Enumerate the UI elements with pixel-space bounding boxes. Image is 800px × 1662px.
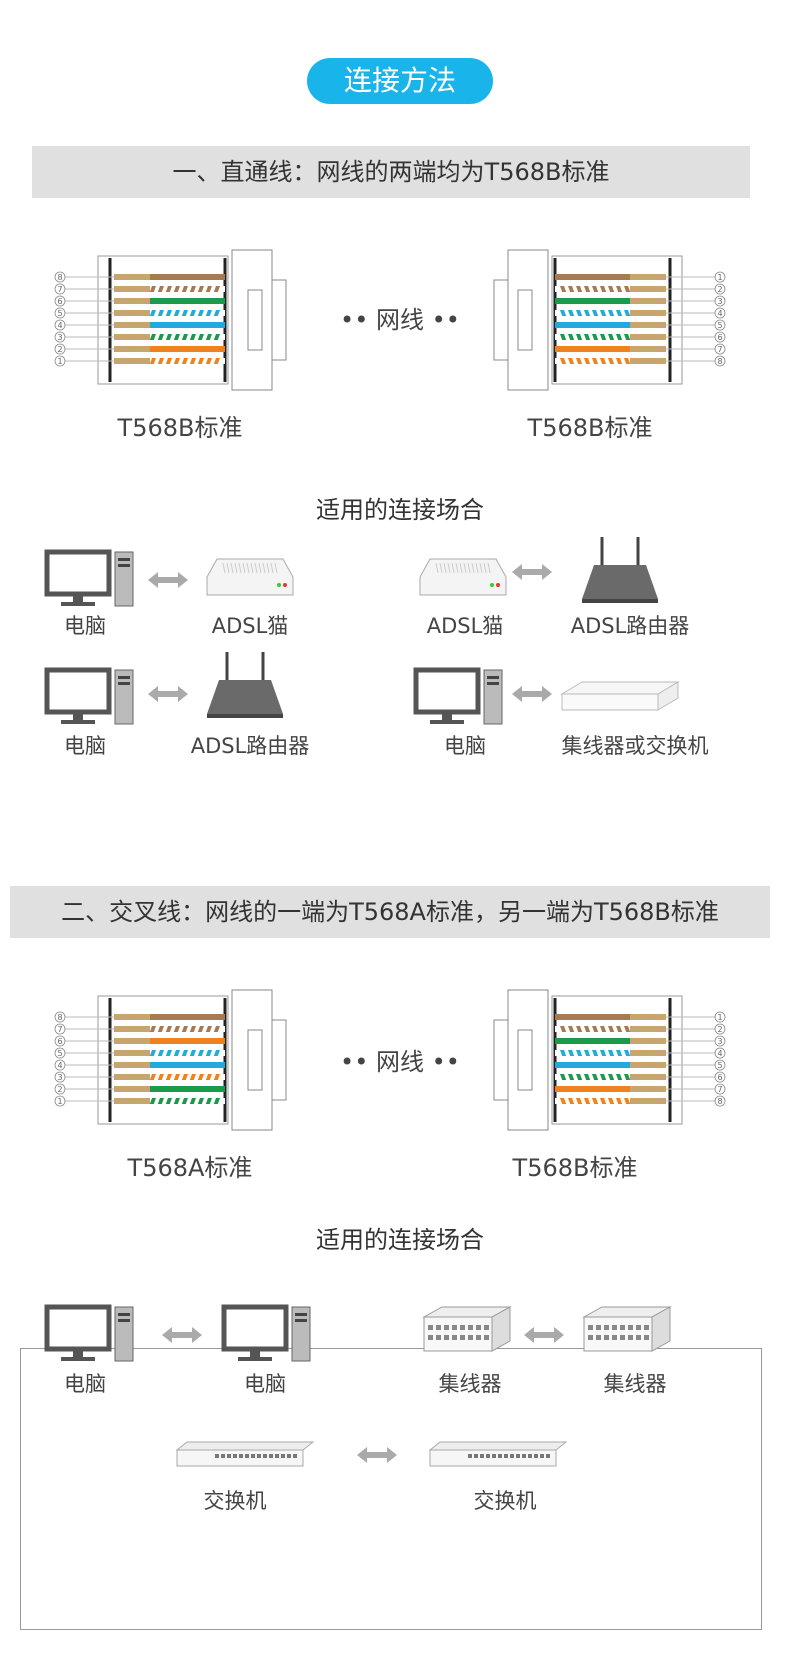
computer-icon (221, 1304, 311, 1362)
device-label: 集线器或交换机 (561, 734, 709, 758)
device-label: 集线器 (603, 1372, 667, 1396)
pin-number: 4 (717, 1049, 722, 1058)
computer-icon (44, 667, 134, 725)
rj45-plug-right-t568b: 1 2 3 4 5 6 7 8 (493, 989, 726, 1131)
hub-icon (582, 1306, 672, 1352)
switch-icon (428, 1441, 568, 1467)
dots-left-icon: •• (340, 1048, 376, 1076)
cable-text: 网线 (376, 306, 424, 334)
pin-number: 1 (57, 1097, 62, 1106)
pin-number: 1 (717, 1013, 722, 1022)
pin-number: 6 (717, 1073, 722, 1082)
device-label: 交换机 (473, 1489, 537, 1513)
device-label: 交换机 (203, 1489, 267, 1513)
section2-heading: 二、交叉线：网线的一端为T568A标准，另一端为T568B标准 (10, 886, 770, 938)
pin-number: 2 (717, 1025, 722, 1034)
switch-icon (560, 681, 680, 711)
plug-label-right: T568B标准 (512, 1154, 638, 1182)
router-icon (582, 537, 658, 603)
router-icon (207, 652, 283, 718)
device-label: 电脑 (64, 614, 106, 638)
hub-icon (422, 1306, 512, 1352)
pin-number: 6 (57, 297, 62, 306)
pin-number: 3 (717, 297, 722, 306)
pin-number: 7 (717, 345, 722, 354)
pin-number: 5 (57, 1049, 62, 1058)
pin-number: 4 (717, 309, 722, 318)
device-label: 电脑 (64, 734, 106, 758)
pin-number: 2 (57, 1085, 62, 1094)
pin-number: 8 (57, 1013, 62, 1022)
device-label: 电脑 (64, 1372, 106, 1396)
cable-label: •• 网线 •• (330, 1042, 470, 1077)
double-arrow-icon (512, 564, 552, 580)
pin-number: 5 (57, 309, 62, 318)
pin-number: 4 (57, 1061, 62, 1070)
pin-number: 3 (57, 1073, 62, 1082)
pin-number: 8 (717, 357, 722, 366)
device-label: ADSL猫 (211, 614, 289, 638)
plug-label-right: T568B标准 (527, 414, 653, 442)
scenario-title: 适用的连接场合 (316, 1226, 484, 1254)
double-arrow-icon (357, 1447, 397, 1463)
rj45-plug-left-t568b: 8 7 6 5 4 3 2 1 (54, 249, 287, 391)
double-arrow-icon (524, 1327, 564, 1343)
pin-number: 8 (717, 1097, 722, 1106)
rj45-plug-left-t568a: 8 7 6 5 4 3 2 1 (54, 989, 287, 1131)
plug-label-left: T568A标准 (127, 1154, 253, 1182)
device-label: 集线器 (438, 1372, 502, 1396)
pin-number: 1 (57, 357, 62, 366)
pin-number: 2 (717, 285, 722, 294)
pin-number: 4 (57, 321, 62, 330)
pin-number: 3 (717, 1037, 722, 1046)
device-label: 电脑 (244, 1372, 286, 1396)
pin-number: 2 (57, 345, 62, 354)
cable-text: 网线 (376, 1048, 424, 1076)
scenario-box (20, 1348, 762, 1630)
dots-right-icon: •• (424, 1048, 460, 1076)
pin-number: 6 (717, 333, 722, 342)
computer-icon (413, 667, 503, 725)
pin-number: 5 (717, 321, 722, 330)
pin-number: 7 (57, 285, 62, 294)
switch-icon (175, 1441, 315, 1467)
dots-left-icon: •• (340, 306, 376, 334)
rj45-plug-right-t568b: 1 2 3 4 5 6 7 8 (493, 249, 726, 391)
double-arrow-icon (512, 686, 552, 702)
adsl-modem-icon (419, 558, 507, 596)
pin-number: 5 (717, 1061, 722, 1070)
computer-icon (44, 1304, 134, 1362)
scenario-title: 适用的连接场合 (316, 496, 484, 524)
section1-heading: 一、直通线：网线的两端均为T568B标准 (32, 146, 750, 198)
pin-number: 1 (717, 273, 722, 282)
device-label: 电脑 (444, 734, 486, 758)
double-arrow-icon (148, 686, 188, 702)
pin-number: 6 (57, 1037, 62, 1046)
pin-number: 7 (717, 1085, 722, 1094)
pin-number: 7 (57, 1025, 62, 1034)
page-title: 连接方法 (307, 58, 493, 104)
device-label: ADSL路由器 (190, 734, 310, 758)
pin-number: 3 (57, 333, 62, 342)
double-arrow-icon (162, 1327, 202, 1343)
double-arrow-icon (148, 572, 188, 588)
device-label: ADSL猫 (426, 614, 504, 638)
computer-icon (44, 549, 134, 607)
dots-right-icon: •• (424, 306, 460, 334)
adsl-modem-icon (206, 558, 294, 596)
pin-number: 8 (57, 273, 62, 282)
cable-label: •• 网线 •• (330, 300, 470, 335)
device-label: ADSL路由器 (570, 614, 690, 638)
plug-label-left: T568B标准 (117, 414, 243, 442)
